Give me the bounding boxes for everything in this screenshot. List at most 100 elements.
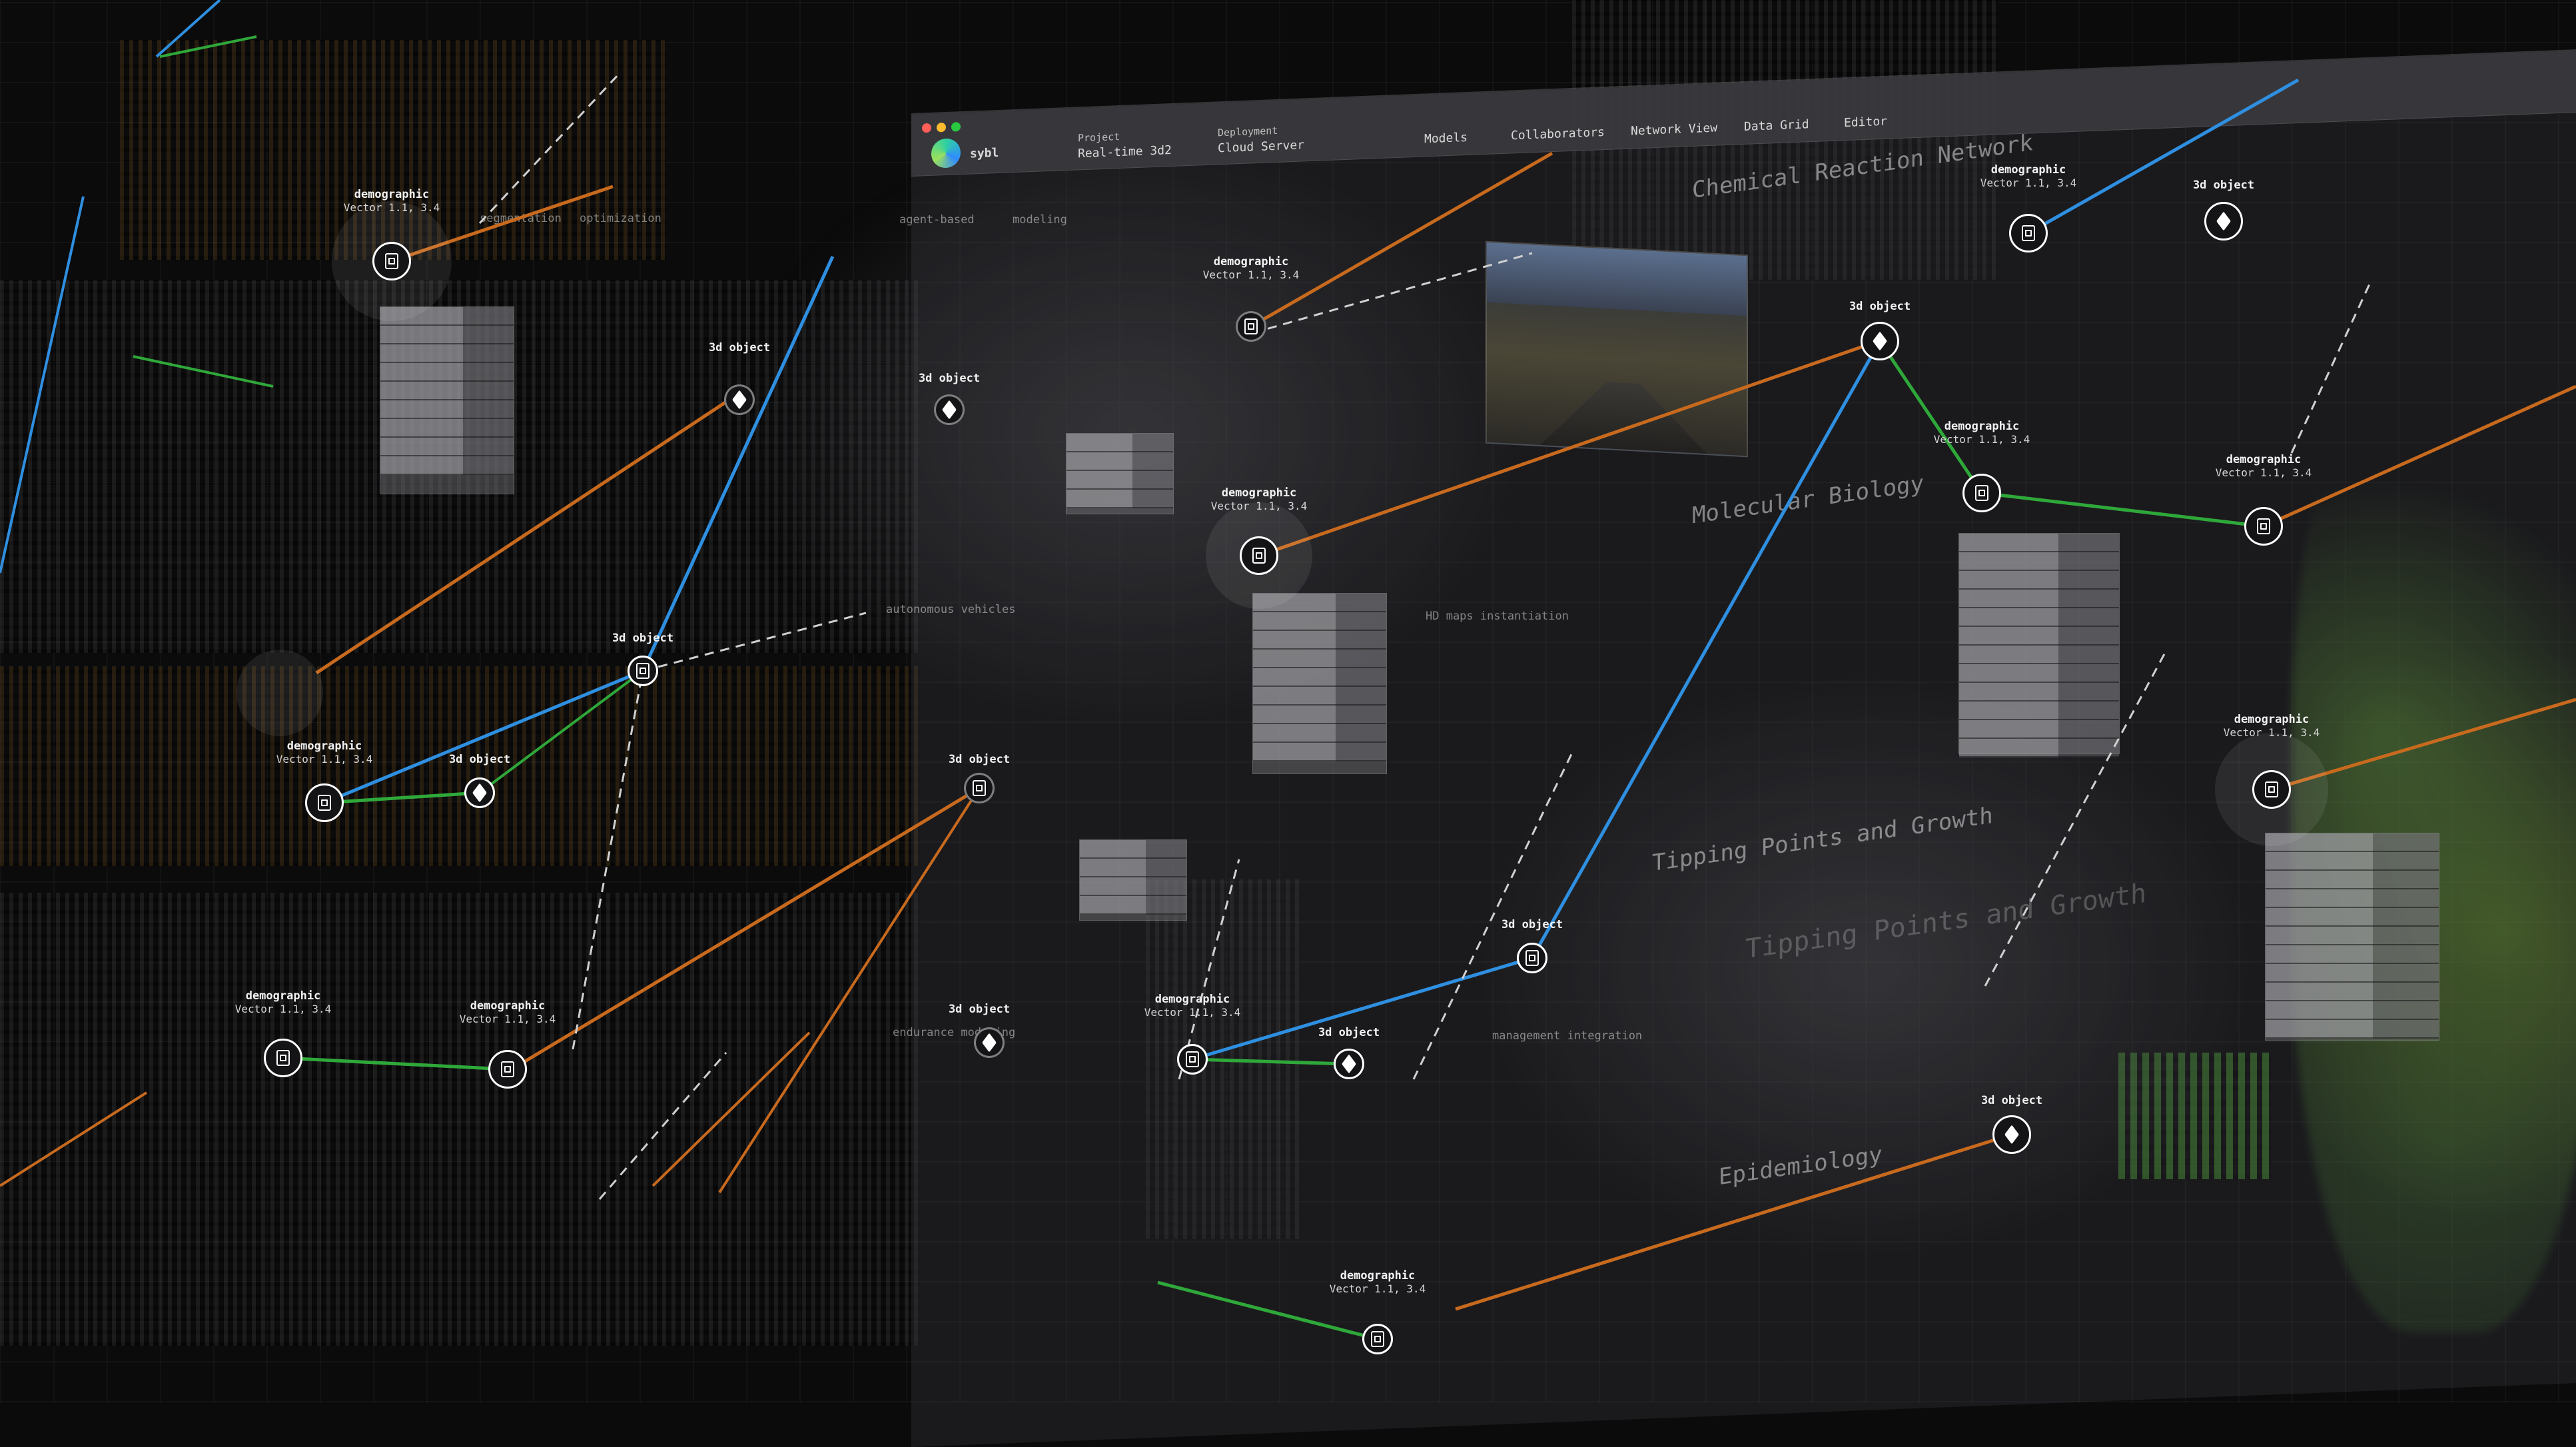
link-orange <box>718 787 981 1194</box>
3d-object-node-icon[interactable] <box>1517 943 1547 973</box>
link-dashed <box>572 670 644 1050</box>
module-tag: HD maps instantiation <box>1426 610 1569 623</box>
link-green <box>1157 1280 1378 1341</box>
link-orange <box>1250 151 1553 328</box>
3d-object-node-icon[interactable] <box>724 384 755 415</box>
terrain-map <box>2292 333 2576 1332</box>
demographic-node-icon[interactable] <box>488 1050 527 1089</box>
link-blue <box>1530 340 1882 959</box>
node-label: 3d object <box>1501 918 1563 931</box>
link-green <box>159 35 257 58</box>
node-label: 3d object <box>1318 1026 1380 1039</box>
node-label: 3d object <box>708 341 771 354</box>
link-blue <box>1192 956 1533 1061</box>
link-green <box>1192 1057 1348 1066</box>
demographic-node-icon[interactable] <box>1962 474 2001 512</box>
link-orange <box>391 185 614 263</box>
link-blue <box>641 255 835 672</box>
link-dashed <box>642 612 867 672</box>
3d-object-node-icon[interactable] <box>1861 322 1899 360</box>
demographic-node-icon[interactable] <box>2009 214 2048 252</box>
link-blue <box>0 196 85 574</box>
node-label: 3d object <box>918 372 981 385</box>
demographic-node-icon[interactable] <box>372 242 411 280</box>
link-green <box>1981 491 2264 528</box>
demographic-node-icon[interactable] <box>1177 1044 1208 1075</box>
link-orange <box>2262 384 2576 528</box>
3d-object-node-icon[interactable] <box>934 394 965 425</box>
data-matrix <box>120 40 666 260</box>
link-dashed <box>1252 252 1533 334</box>
demographic-node-icon[interactable] <box>1362 1324 1393 1354</box>
link-blue <box>155 0 221 58</box>
link-orange <box>0 1091 148 1187</box>
node-label: 3d object <box>2192 179 2255 192</box>
3d-object-node-icon[interactable] <box>1334 1049 1364 1079</box>
link-green <box>324 791 480 805</box>
link-dashed <box>598 1052 727 1200</box>
demographic-node-icon[interactable] <box>264 1039 302 1077</box>
node-label: 3d object <box>448 753 511 766</box>
link-blue <box>324 669 644 805</box>
demographic-node-icon[interactable] <box>2244 507 2283 546</box>
3d-object-node-icon[interactable] <box>1992 1115 2031 1154</box>
link-green <box>133 355 274 388</box>
module-tag: management integration <box>1492 1029 1643 1043</box>
data-table <box>2265 833 2439 1041</box>
fog-overlay <box>1466 666 2265 1266</box>
demographic-node-icon[interactable] <box>2252 770 2291 809</box>
link-orange <box>651 1031 811 1187</box>
link-green <box>1878 340 1984 494</box>
module-tag: modeling <box>1013 213 1067 227</box>
data-table <box>1252 593 1387 774</box>
3d-object-node-icon[interactable] <box>628 656 658 686</box>
data-table <box>1066 433 1174 514</box>
node-label: 3d object <box>1849 300 1911 313</box>
node-label: 3d object <box>1980 1094 2043 1107</box>
link-network <box>0 0 2576 1341</box>
link-orange <box>1455 1133 2012 1311</box>
demographic-node-icon[interactable] <box>305 783 344 822</box>
link-green <box>282 1056 507 1071</box>
node-label: 3d object <box>948 753 1011 766</box>
data-table <box>1958 533 2120 757</box>
link-orange <box>1258 339 1879 558</box>
3d-object-node-icon[interactable] <box>464 777 495 808</box>
fog-overlay <box>733 133 1532 733</box>
3d-object-node-icon[interactable] <box>974 1027 1005 1058</box>
link-dashed <box>478 72 621 225</box>
3d-object-node-icon[interactable] <box>2204 202 2243 241</box>
3d-object-node-icon[interactable] <box>964 773 995 803</box>
data-matrix <box>2118 1053 2272 1179</box>
data-table <box>1079 839 1187 921</box>
link-green <box>478 670 644 794</box>
module-tag: optimization <box>580 212 661 225</box>
link-blue <box>2027 78 2300 235</box>
link-dashed <box>2290 279 2373 454</box>
node-label: 3d object <box>612 632 674 645</box>
demographic-node-icon[interactable] <box>1236 311 1266 342</box>
link-dashed <box>1178 859 1240 1080</box>
data-table <box>380 306 514 494</box>
node-label: 3d object <box>948 1003 1011 1016</box>
node-halo <box>236 650 323 736</box>
link-orange <box>2271 698 2576 791</box>
link-orange <box>508 786 981 1073</box>
link-orange <box>315 391 741 675</box>
demographic-node-icon[interactable] <box>1240 536 1278 575</box>
module-tag: agent-based <box>899 213 975 227</box>
link-dashed <box>1984 652 2166 987</box>
